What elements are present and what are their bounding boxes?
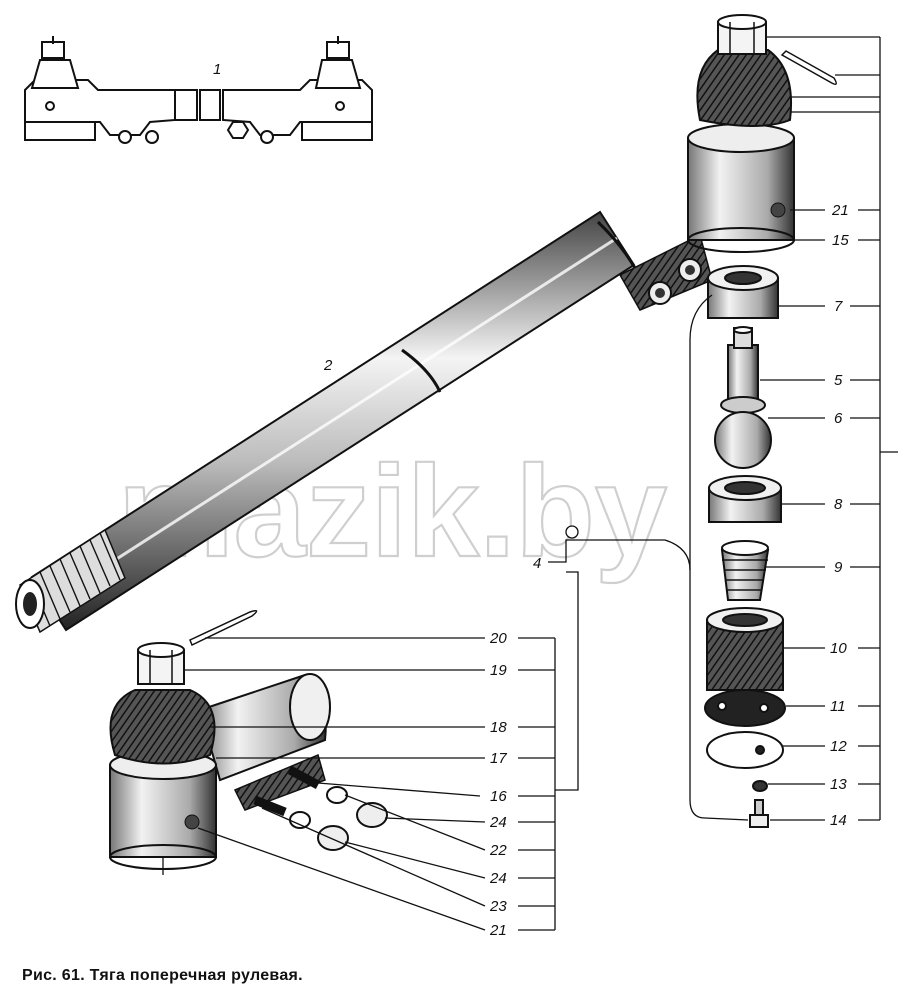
callout-21-top: 21 <box>831 202 849 219</box>
callout-14: 14 <box>830 812 847 829</box>
callout-4: 4 <box>533 555 541 572</box>
callout-labels: 1 2 4 21 15 7 5 6 8 9 10 11 12 13 14 20 … <box>213 61 849 939</box>
callout-23: 23 <box>489 898 507 915</box>
tie-rod-tube <box>15 210 638 634</box>
callout-24-lower: 24 <box>489 870 507 887</box>
callout-13: 13 <box>830 776 847 793</box>
callout-11: 11 <box>830 698 846 715</box>
upper-tip-assembly <box>618 14 837 311</box>
callout-1: 1 <box>213 61 221 78</box>
overview-assembly <box>24 36 373 144</box>
callout-16: 16 <box>490 788 507 805</box>
callout-7: 7 <box>834 298 843 315</box>
callout-18: 18 <box>490 719 507 736</box>
lower-tip-assembly <box>109 609 388 870</box>
callout-15: 15 <box>832 232 849 249</box>
callout-9: 9 <box>834 559 843 576</box>
exploded-parts <box>704 265 786 828</box>
callout-17: 17 <box>490 750 507 767</box>
callout-24-upper: 24 <box>489 814 507 831</box>
callout-8: 8 <box>834 496 843 513</box>
callout-2: 2 <box>323 357 333 374</box>
leader-lines <box>162 36 898 931</box>
callout-20: 20 <box>489 630 507 647</box>
callout-6: 6 <box>834 410 843 427</box>
callout-12: 12 <box>830 738 847 755</box>
callout-5: 5 <box>834 372 843 389</box>
callout-19: 19 <box>490 662 507 679</box>
callout-21-bottom: 21 <box>489 922 507 939</box>
callout-22: 22 <box>489 842 507 859</box>
callout-10: 10 <box>830 640 847 657</box>
figure-caption: Рис. 61. Тяга поперечная рулевая. <box>22 967 303 984</box>
